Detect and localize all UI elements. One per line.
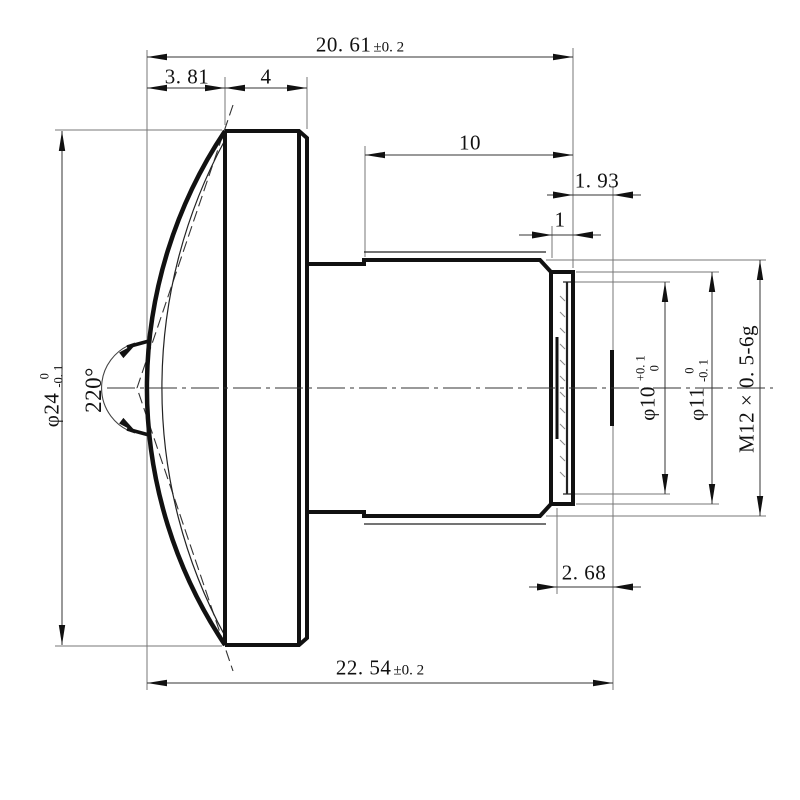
thread-texture — [559, 295, 566, 478]
dim-rear-to-image-label: 2. 68 — [562, 561, 607, 586]
fov-arc — [101, 339, 150, 437]
dim-value: M12 × 0. 5-6g — [734, 324, 759, 454]
dim-flange-diameter-label: φ24 0 -0. 1 — [37, 364, 66, 428]
tolerance-stack: 0 -0. 1 — [37, 364, 66, 388]
tolerance-upper: 0 — [682, 367, 697, 374]
extension-lines — [55, 48, 766, 690]
dim-thread-collar-label: 1 — [555, 208, 566, 233]
dim-value: 220° — [81, 367, 106, 413]
dim-thread-spec-label: M12 × 0. 5-6g — [735, 325, 760, 453]
dim-value: 10 — [459, 130, 481, 155]
dim-bore-diameter-label: φ10 +0. 1 0 — [633, 355, 662, 421]
dim-value: φ11 — [684, 387, 709, 421]
dim-value: 4 — [260, 64, 272, 89]
dim-tolerance: ±0. 2 — [373, 39, 405, 56]
dim-value: φ10 — [635, 386, 660, 421]
dim-value: 22. 54 — [335, 655, 392, 680]
dim-value: 1 — [554, 207, 566, 232]
thread-crest-lines — [364, 251, 546, 525]
dim-value: 2. 68 — [561, 560, 607, 585]
tolerance-stack: +0. 1 0 — [633, 355, 662, 382]
tolerance-lower: 0 — [647, 365, 661, 372]
dim-barrel-length-label: 10 — [459, 131, 481, 156]
tolerance-stack: 0 -0. 1 — [682, 359, 711, 383]
dim-fov-angle-label: 220° — [81, 367, 107, 413]
tolerance-upper: +0. 1 — [633, 355, 648, 382]
dim-flange-width-label: 4 — [261, 65, 272, 90]
dim-back-focal-label: 1. 93 — [575, 169, 620, 194]
dim-tolerance: ±0. 2 — [393, 662, 425, 679]
dim-value: 20. 61 — [315, 32, 372, 57]
dim-total-length-label: 22. 54 ±0. 2 — [336, 656, 424, 681]
fov-rays — [136, 104, 234, 672]
dim-apex-to-flange-label: 3. 81 — [165, 65, 210, 90]
dim-front-to-thread-label: 20. 61 ±0. 2 — [316, 33, 404, 58]
dim-value: φ24 — [39, 392, 64, 428]
tolerance-lower: -0. 1 — [51, 364, 65, 388]
dome-outer-surface — [144, 129, 227, 647]
tolerance-upper: 0 — [37, 373, 52, 380]
dim-collar-diameter-label: φ11 0 -0. 1 — [682, 359, 711, 421]
dim-value: 3. 81 — [164, 64, 210, 89]
dim-value: 1. 93 — [574, 168, 620, 193]
tolerance-lower: -0. 1 — [696, 359, 710, 383]
